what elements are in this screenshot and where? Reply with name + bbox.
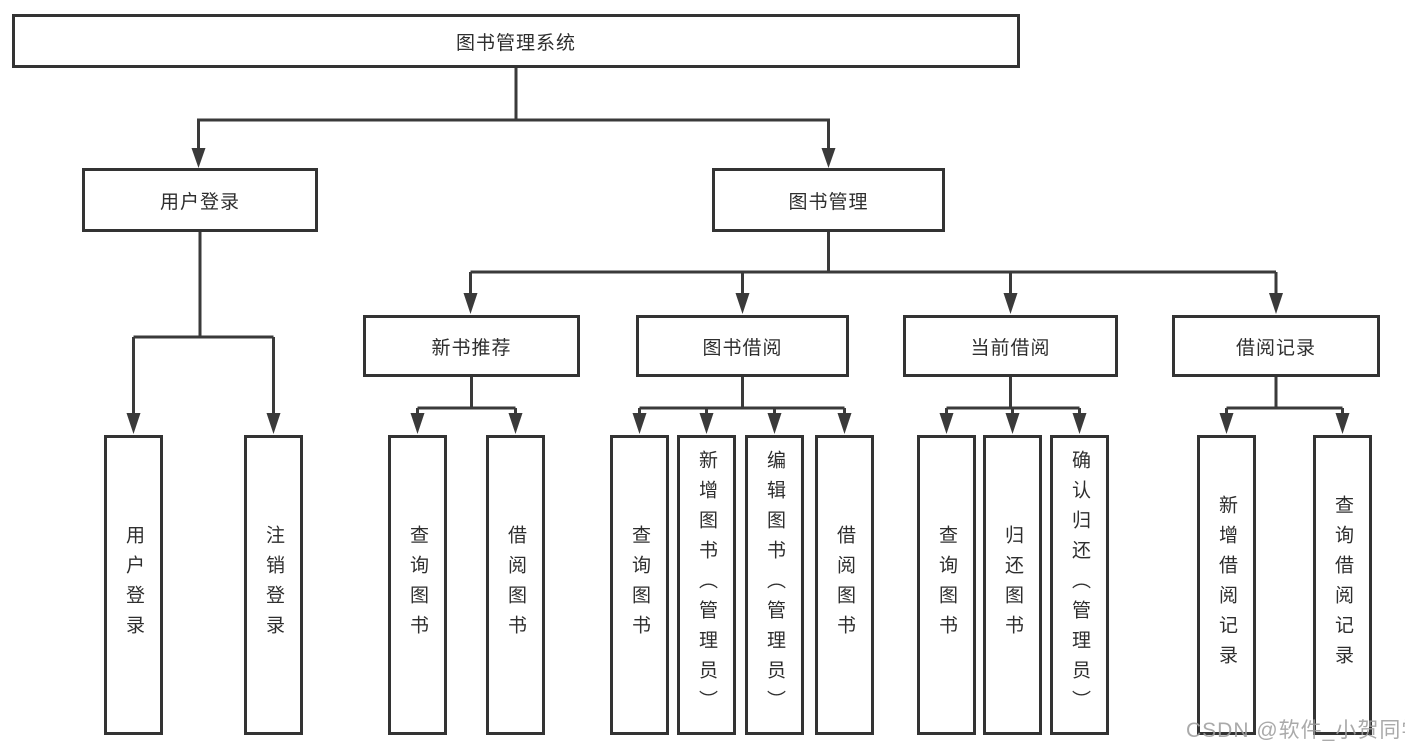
arrowhead-icon <box>1219 413 1234 434</box>
node-book-borrowing: 图书借阅 <box>636 315 849 377</box>
arrowhead-icon <box>1269 293 1283 314</box>
leaf-edit-book-admin: 编辑图书（管理员） <box>745 435 804 735</box>
leaf-borrow-books-borrowing: 借阅图书 <box>815 435 874 735</box>
connector-current-borrowing-branch <box>945 377 1081 414</box>
leaf-return-books: 归还图书 <box>983 435 1042 735</box>
leaf-logout: 注销登录 <box>244 435 303 735</box>
arrowhead-icon <box>126 413 141 434</box>
leaf-query-books-current: 查询图书 <box>917 435 976 735</box>
arrowhead-icon <box>632 413 647 434</box>
node-root: 图书管理系统 <box>12 14 1020 68</box>
node-borrowing-records: 借阅记录 <box>1172 315 1380 377</box>
arrowhead-icon <box>508 413 523 434</box>
leaf-query-books-borrowing: 查询图书 <box>610 435 669 735</box>
leaf-user-login: 用户登录 <box>104 435 163 735</box>
node-current-borrowing: 当前借阅 <box>903 315 1118 377</box>
arrowhead-icon <box>463 293 478 314</box>
connector-book-management-branch <box>469 232 1278 295</box>
leaf-confirm-return-admin: 确认归还（管理员） <box>1050 435 1109 735</box>
connector-root-to-level1 <box>197 68 830 149</box>
arrowhead-icon <box>735 293 750 314</box>
arrowhead-icon <box>837 413 852 434</box>
leaf-query-borrow-record: 查询借阅记录 <box>1313 435 1372 735</box>
node-book-management: 图书管理 <box>712 168 945 232</box>
arrowhead-icon <box>266 413 281 434</box>
arrowhead-icon <box>410 413 425 434</box>
arrowhead-icon <box>1335 413 1350 434</box>
connector-new-book-branch <box>416 377 517 414</box>
arrowhead-icon <box>767 413 782 434</box>
node-user-login: 用户登录 <box>82 168 318 232</box>
leaf-query-books-recommend: 查询图书 <box>388 435 447 735</box>
node-new-book-recommendation: 新书推荐 <box>363 315 580 377</box>
connector-book-borrowing-branch <box>638 377 846 414</box>
leaf-borrow-books-recommend: 借阅图书 <box>486 435 545 735</box>
arrowhead-icon <box>939 413 954 434</box>
leaf-add-borrow-record: 新增借阅记录 <box>1197 435 1256 735</box>
watermark: CSDN @软件_小贺同学 <box>1186 719 1405 742</box>
arrowhead-icon <box>699 413 714 434</box>
leaf-add-book-admin: 新增图书（管理员） <box>677 435 736 735</box>
arrowhead-icon <box>191 148 206 168</box>
connector-borrow-records-branch <box>1225 377 1344 414</box>
arrowhead-icon <box>821 148 836 168</box>
arrowhead-icon <box>1005 413 1020 434</box>
arrowhead-icon <box>1072 413 1087 434</box>
connector-user-login-branch <box>132 232 275 415</box>
arrowhead-icon <box>1003 293 1018 314</box>
